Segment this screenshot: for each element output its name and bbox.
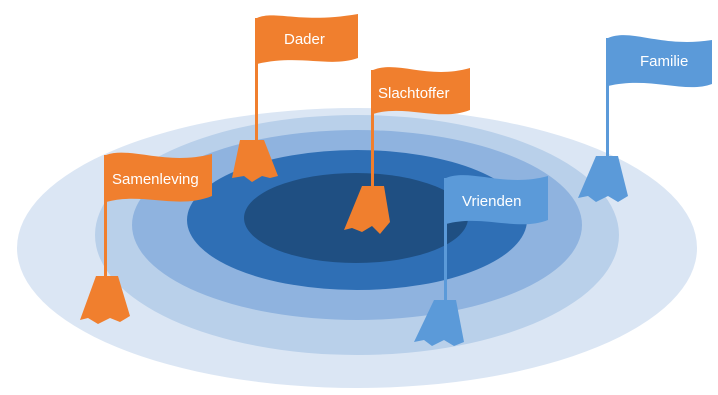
flag-samenleving-base <box>80 276 130 324</box>
flag-slachtoffer-base <box>344 186 390 234</box>
flag-dader-base <box>232 140 278 182</box>
flag-vrienden-pole <box>444 178 447 302</box>
flag-vrienden-base <box>414 300 464 346</box>
flag-vrienden-label: Vrienden <box>462 193 522 210</box>
flag-slachtoffer-pole <box>371 70 374 188</box>
flag-vrienden-banner <box>446 175 548 225</box>
flag-samenleving-pole <box>104 155 107 277</box>
flag-familie-pole <box>606 38 609 158</box>
flag-dader: Dader <box>232 14 358 182</box>
flag-familie-banner <box>608 35 712 88</box>
flag-familie-label: Familie <box>640 53 688 70</box>
flag-samenleving-banner <box>106 152 212 202</box>
flag-slachtoffer-banner <box>373 67 470 115</box>
flag-familie: Familie <box>578 35 712 202</box>
flag-slachtoffer-label: Slachtoffer <box>378 85 449 102</box>
flag-dader-banner <box>257 14 358 64</box>
flag-vrienden: Vrienden <box>414 175 548 346</box>
flag-samenleving: Samenleving <box>80 152 212 324</box>
flag-samenleving-label: Samenleving <box>112 171 199 188</box>
flag-slachtoffer: Slachtoffer <box>344 67 470 234</box>
flag-dader-label: Dader <box>284 31 325 48</box>
flag-familie-base <box>578 156 628 202</box>
flag-dader-pole <box>255 18 258 142</box>
